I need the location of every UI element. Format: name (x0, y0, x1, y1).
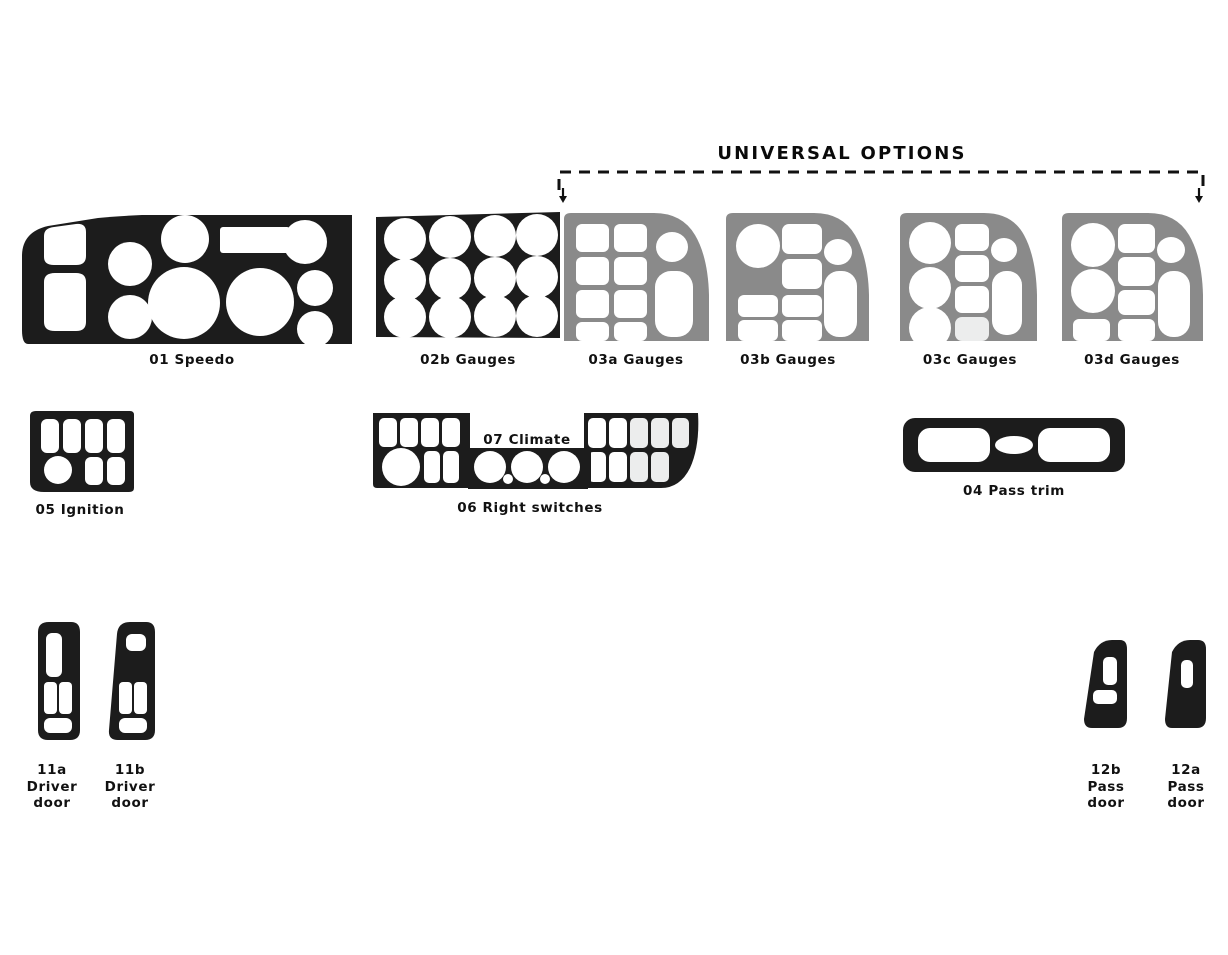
label-part-07: 07 Climate (483, 432, 571, 448)
universal-options-bracket (556, 168, 1206, 211)
label-part-01: 01 Speedo (149, 352, 235, 368)
part-05-ignition[interactable] (26, 410, 136, 493)
label-part-12a: 12a Pass door (1167, 762, 1205, 811)
label-part-03b: 03b Gauges (740, 352, 836, 368)
label-part-03a: 03a Gauges (588, 352, 684, 368)
label-part-03c: 03c Gauges (922, 352, 1018, 368)
part-01-speedo[interactable] (22, 212, 352, 347)
part-03d-gauges[interactable] (1060, 209, 1204, 341)
part-04-pass-trim[interactable] (902, 417, 1126, 473)
part-03b-gauges[interactable] (724, 209, 870, 341)
label-part-06: 06 Right switches (457, 500, 603, 516)
label-part-02b: 02b Gauges (420, 352, 516, 368)
part-11a-driver-door[interactable] (30, 620, 82, 742)
part-03c-gauges[interactable] (898, 209, 1038, 349)
label-part-04: 04 Pass trim (963, 483, 1065, 499)
universal-options-title-text: UNIVERSAL OPTIONS (717, 143, 967, 164)
part-07-climate[interactable] (462, 447, 592, 489)
label-part-11a: 11a Driver door (26, 762, 78, 811)
part-02b-gauges[interactable] (374, 212, 560, 338)
universal-options-title: UNIVERSAL OPTIONS (0, 143, 1228, 164)
part-12a-pass-door[interactable] (1162, 638, 1210, 730)
label-part-12b: 12b Pass door (1087, 762, 1125, 811)
label-part-11b: 11b Driver door (104, 762, 156, 811)
part-03a-gauges[interactable] (562, 209, 710, 341)
part-12b-pass-door[interactable] (1082, 638, 1130, 730)
label-part-05: 05 Ignition (35, 502, 125, 518)
part-11b-driver-door[interactable] (104, 620, 158, 742)
label-part-03d: 03d Gauges (1084, 352, 1180, 368)
